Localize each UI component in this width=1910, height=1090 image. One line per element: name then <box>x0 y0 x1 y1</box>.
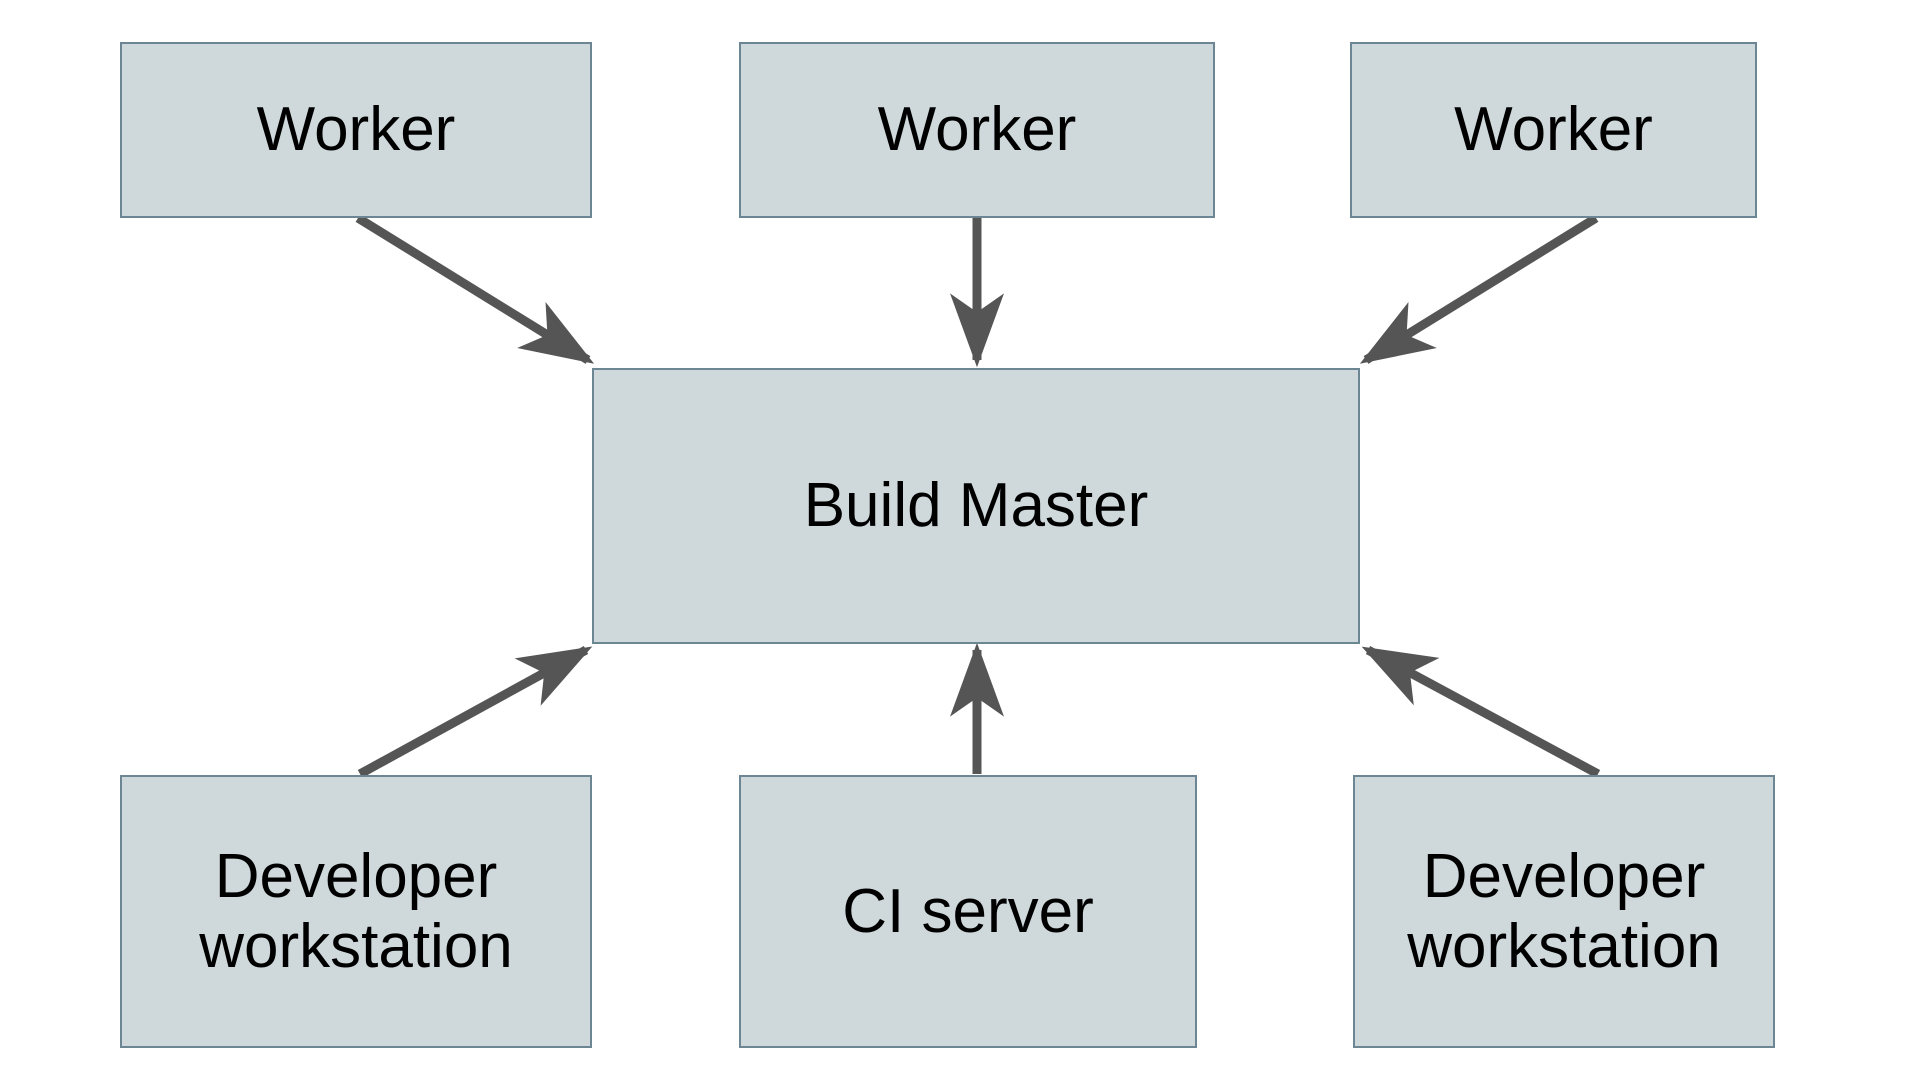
node-label: Worker <box>877 95 1077 165</box>
node-label: Developer workstation <box>1407 842 1721 981</box>
node-worker-2[interactable]: Worker <box>739 42 1215 218</box>
edge-worker-1-to-build-master <box>355 214 595 364</box>
edge-dev-ws-1-to-build-master <box>357 646 593 778</box>
node-label: CI server <box>842 876 1094 946</box>
node-ci-server[interactable]: CI server <box>739 775 1197 1048</box>
node-developer-workstation-left[interactable]: Developer workstation <box>120 775 592 1048</box>
node-worker-3[interactable]: Worker <box>1350 42 1757 218</box>
edge-dev-ws-2-to-build-master <box>1361 646 1601 778</box>
edge-worker-3-to-build-master <box>1359 214 1599 364</box>
node-label: Worker <box>256 95 456 165</box>
node-label: Worker <box>1454 95 1653 165</box>
node-worker-1[interactable]: Worker <box>120 42 592 218</box>
node-label: Build Master <box>803 471 1149 541</box>
node-label: Developer workstation <box>199 842 513 981</box>
node-developer-workstation-right[interactable]: Developer workstation <box>1353 775 1775 1048</box>
node-build-master[interactable]: Build Master <box>592 368 1360 644</box>
